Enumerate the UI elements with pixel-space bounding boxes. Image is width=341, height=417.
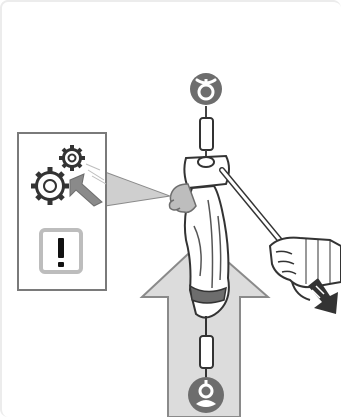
callout-pointer	[104, 171, 172, 207]
bottom-shackle	[199, 316, 214, 378]
hoist-body	[183, 154, 230, 190]
trapped-glove	[168, 183, 197, 214]
exclamation-icon	[39, 228, 83, 274]
hand-icon	[268, 236, 341, 301]
cloth-cover	[183, 184, 230, 319]
inset-pointer-arrow-icon	[69, 163, 107, 207]
bottom-hook-icon	[188, 377, 224, 413]
top-hook-icon	[190, 73, 222, 105]
gears-icon	[31, 145, 85, 205]
pull-direction-arrow-icon	[308, 278, 338, 314]
top-shackle	[199, 106, 214, 160]
pull-cable	[219, 167, 291, 253]
inset-detail-box	[17, 132, 107, 291]
